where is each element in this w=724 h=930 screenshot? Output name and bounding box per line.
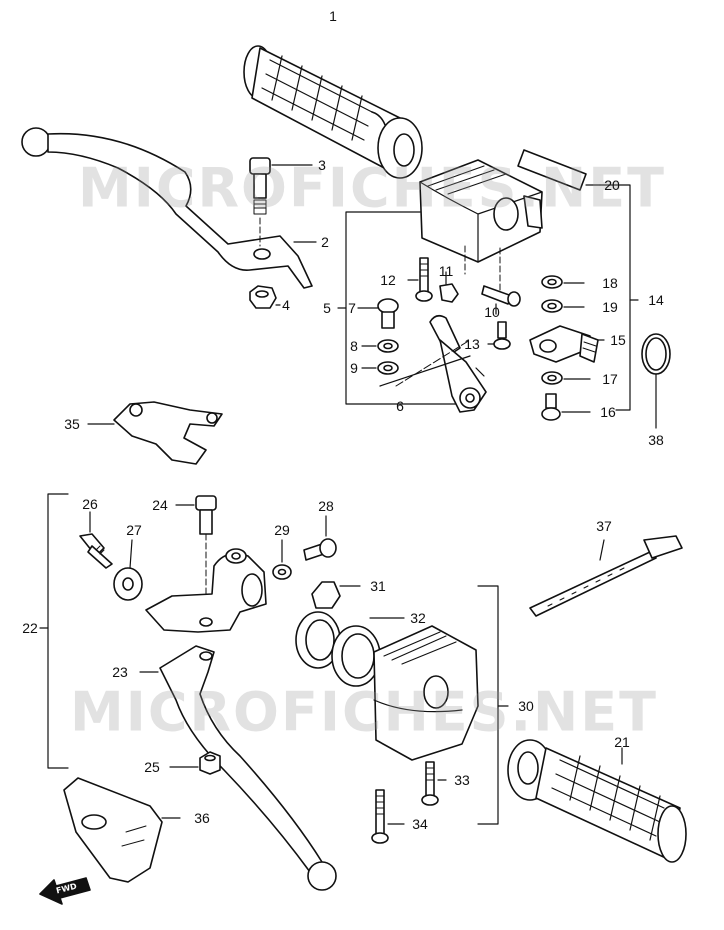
callout-35: 35 [64, 416, 80, 432]
callout-1: 1 [329, 8, 337, 24]
callout-18: 18 [602, 275, 618, 291]
callout-14: 14 [648, 292, 664, 308]
bracket-group-30 [477, 585, 509, 825]
callout-29: 29 [274, 522, 290, 538]
part-31-clamp [311, 581, 361, 609]
part-1-grip [243, 45, 423, 179]
callout-9: 9 [350, 360, 358, 376]
callout-6: 6 [396, 398, 404, 414]
part-6-switch-assembly [379, 314, 487, 413]
part-7-bolt [357, 298, 399, 329]
watermark-top: MICROFICHES.NET [78, 156, 666, 220]
fwd-direction-arrow-icon [39, 877, 91, 905]
part-lever-holder [145, 548, 267, 633]
part-36-lever-boot [63, 777, 181, 883]
callout-8: 8 [350, 338, 358, 354]
part-8-washer [361, 339, 399, 353]
part-11-nut [439, 271, 459, 303]
callout-38: 38 [648, 432, 664, 448]
part-27-adjuster-nut [113, 539, 143, 601]
part-9-washer [361, 361, 399, 375]
part-switch-housing-top [419, 159, 543, 299]
callout-32: 32 [410, 610, 426, 626]
callout-19: 19 [602, 299, 618, 315]
callout-25: 25 [144, 759, 160, 775]
part-32-collar [295, 611, 405, 687]
callout-37: 37 [596, 518, 612, 534]
callout-7: 7 [348, 300, 356, 316]
part-33-screw [421, 761, 447, 806]
part-19-washer [541, 299, 585, 313]
part-28-screw [303, 515, 337, 561]
part-12-screw [407, 257, 433, 302]
part-29-washer [272, 539, 292, 580]
part-18-washer [541, 275, 585, 289]
part-35-bracket [87, 401, 223, 465]
part-26-bolt [79, 511, 113, 569]
callout-17: 17 [602, 371, 618, 387]
part-21-grip [507, 739, 687, 863]
callout-10: 10 [484, 304, 500, 320]
part-24-pivot-bolt [175, 495, 217, 601]
callout-24: 24 [152, 497, 168, 513]
part-20-label [517, 149, 601, 191]
bracket-group-22 [39, 493, 69, 769]
part-15-switch-knob [529, 325, 605, 363]
callout-30: 30 [518, 698, 534, 714]
callout-26: 26 [82, 496, 98, 512]
callout-4: 4 [282, 297, 290, 313]
watermark-bottom: MICROFICHES.NET [70, 680, 658, 744]
callout-5: 5 [323, 300, 331, 316]
callout-28: 28 [318, 498, 334, 514]
part-16-screw [541, 393, 591, 421]
callout-3: 3 [318, 157, 326, 173]
callout-36: 36 [194, 810, 210, 826]
callout-21: 21 [614, 734, 630, 750]
callout-12: 12 [380, 272, 396, 288]
part-3-pivot-bolt [249, 157, 313, 247]
callout-13: 13 [464, 336, 480, 352]
part-switch-housing-bottom [373, 625, 479, 761]
bracket-group-5 [337, 211, 475, 405]
callout-31: 31 [370, 578, 386, 594]
part-25-nut [169, 751, 221, 775]
callout-15: 15 [610, 332, 626, 348]
callout-20: 20 [604, 177, 620, 193]
part-38-o-ring [641, 333, 671, 429]
callout-22: 22 [22, 620, 38, 636]
callout-33: 33 [454, 772, 470, 788]
bracket-group-14 [599, 184, 639, 411]
part-13-screw [487, 321, 511, 350]
part-10-screw [481, 285, 521, 315]
part-23-brake-lever [139, 645, 337, 891]
part-4-nut [249, 285, 281, 309]
part-37-cable-tie [529, 535, 683, 617]
callout-23: 23 [112, 664, 128, 680]
callout-16: 16 [600, 404, 616, 420]
callout-11: 11 [438, 263, 454, 279]
callout-2: 2 [321, 234, 329, 250]
callout-27: 27 [126, 522, 142, 538]
part-34-screw [371, 789, 405, 844]
part-2-clutch-lever [21, 127, 317, 289]
callout-34: 34 [412, 816, 428, 832]
part-17-washer [541, 371, 591, 385]
